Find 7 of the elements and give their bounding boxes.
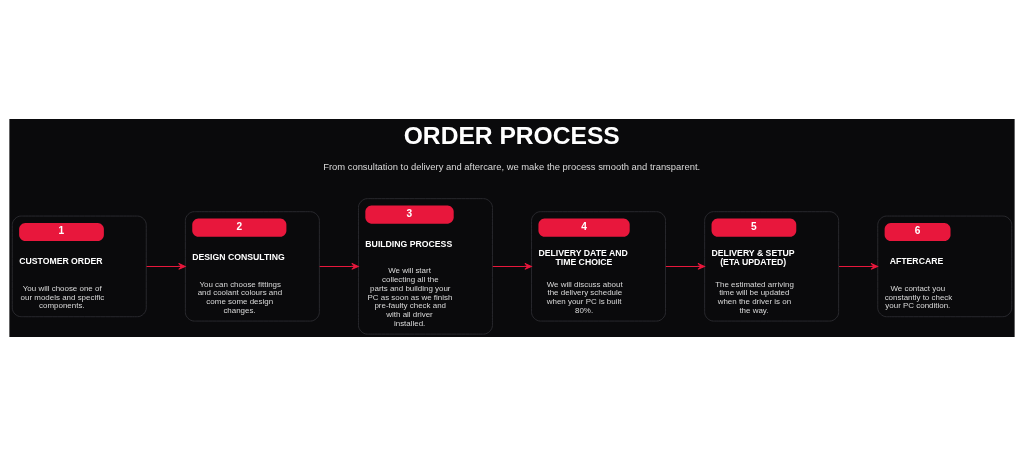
- arrow: [492, 262, 532, 270]
- arrow: [146, 262, 186, 270]
- label: From consultation to delivery and aftercare, we make the process smooth and transparent.: [323, 160, 701, 172]
- diagram-title: ORDER PROCESS: [403, 121, 620, 149]
- arrow: [665, 262, 705, 270]
- arrow: [319, 262, 359, 270]
- arrow: [838, 262, 879, 270]
